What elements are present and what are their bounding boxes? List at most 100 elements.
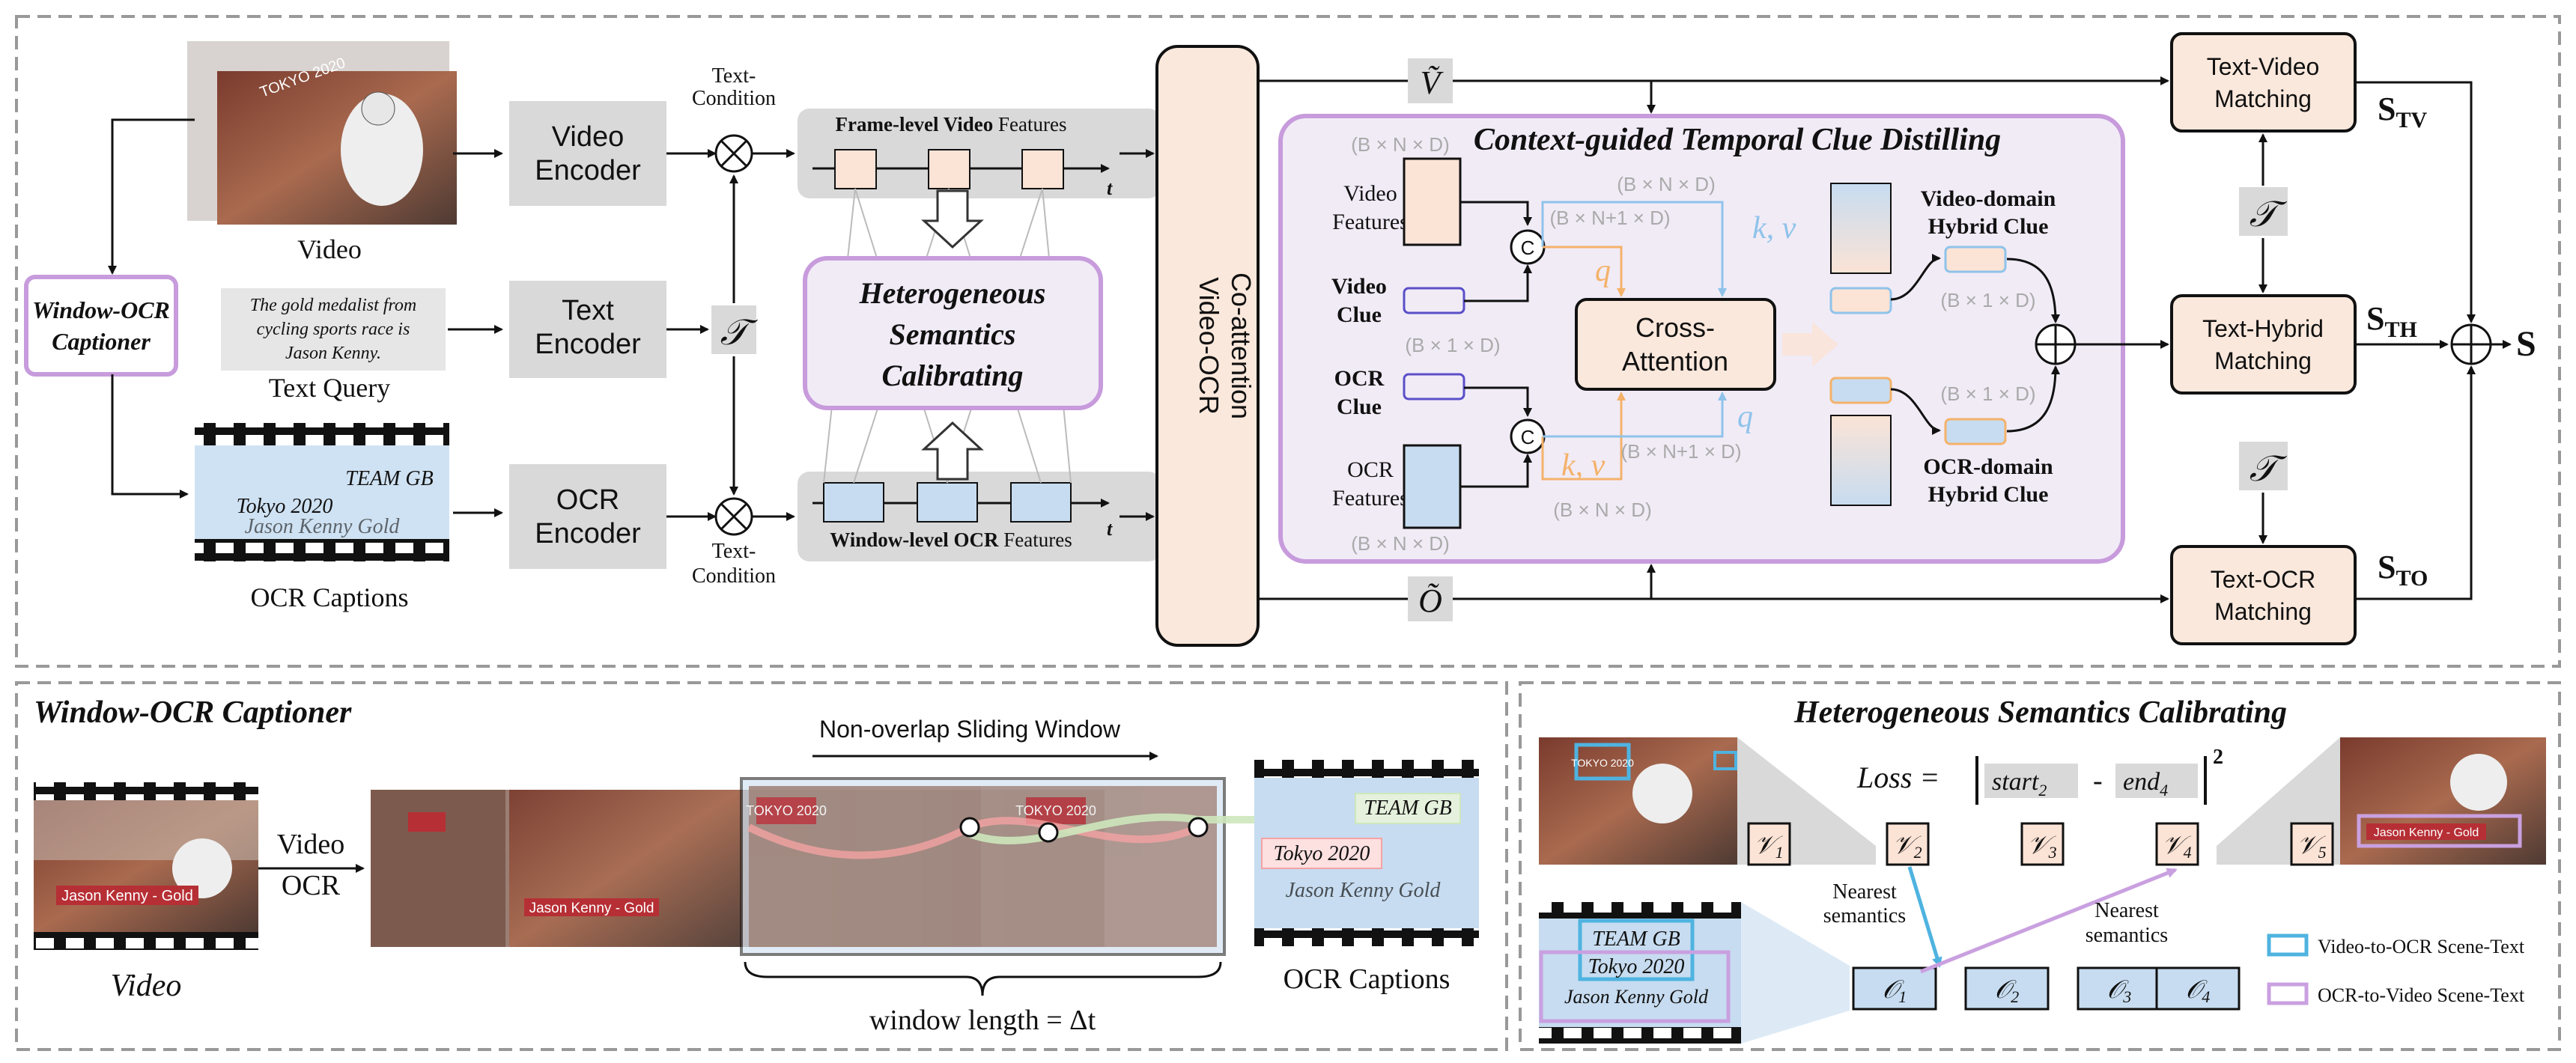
- o-tilde-text: Õ: [1418, 582, 1442, 619]
- svg-text:TOKYO 2020: TOKYO 2020: [1015, 803, 1096, 818]
- hsc-down-arrow: [921, 189, 984, 249]
- ocr-features-2: Features: [1332, 486, 1409, 511]
- text-encoder-box: [509, 281, 666, 378]
- dim-bn1d-bottom: (B × N+1 × D): [1620, 440, 1741, 463]
- arrow-vh-to-oplus: [2006, 258, 2060, 323]
- frame-feature-1: [834, 149, 877, 189]
- score-tv: STV: [2378, 91, 2427, 133]
- br-title: Heterogeneous Semantics Calibrating: [1793, 695, 2287, 730]
- arrow-vfeat-to-c: [1460, 201, 1532, 226]
- ocr-features-block: [1403, 444, 1462, 529]
- bl-node-3: [1188, 817, 1209, 838]
- t-symbol-box-low: [2239, 442, 2288, 490]
- bl-title: Window-OCR Captioner: [34, 695, 352, 730]
- br-v-tokens: 𝒱1 𝒱2 𝒱3 𝒱4 𝒱5: [1747, 822, 2334, 866]
- window-level-features-label: Window-level OCR Features: [830, 529, 1072, 551]
- tv-matching-1: Text-Video: [2207, 53, 2320, 80]
- frame-feature-3: [1021, 149, 1064, 189]
- svg-text:Jason Kenny Gold: Jason Kenny Gold: [245, 515, 401, 538]
- frame-level-features-label: Frame-level Video Features: [836, 113, 1067, 135]
- svg-text:TOKYO 2020: TOKYO 2020: [1571, 757, 1634, 769]
- cross-attention-box: [1575, 298, 1776, 391]
- text-query-line-1: The gold medalist from: [250, 296, 416, 315]
- video-thumbnail: TOKYO 2020: [187, 41, 457, 225]
- concat-video-symbol: C: [1521, 237, 1535, 259]
- to-matching-2: Matching: [2214, 598, 2312, 625]
- arrow-vh-curve: [1890, 254, 1941, 301]
- v-tilde-text: Ṽ: [1421, 64, 1445, 101]
- time-symbol-bottom: t: [1107, 518, 1113, 540]
- svg-text:Video: Video: [552, 121, 625, 153]
- otimes-top: [714, 134, 753, 173]
- arrow-oh-curve: [1890, 388, 1941, 435]
- score-to: STO: [2378, 549, 2428, 591]
- video-hybrid-token-left: [1829, 287, 1892, 314]
- t-symbol-box-mid: [2239, 187, 2288, 236]
- oplus-final: [2450, 323, 2492, 365]
- otimes-bottom: [714, 497, 753, 536]
- window-feature-3: [1010, 482, 1072, 523]
- video-features-block: [1403, 157, 1462, 246]
- text-query-box: [221, 288, 446, 371]
- svg-text:Jason Kenny Gold: Jason Kenny Gold: [1286, 879, 1442, 902]
- top-panel-border: [15, 15, 2561, 668]
- captioner-label-1: Window-OCR: [32, 296, 170, 323]
- arrow-ofeat-to-c: [1460, 454, 1532, 488]
- br-start-box: [1984, 764, 2078, 798]
- window-ocr-captioner-box: [24, 275, 178, 377]
- bl-window-length: window length = Δt: [869, 1005, 1096, 1036]
- arrow-vclue-to-c: [1464, 264, 1532, 302]
- br-legend-v2o-swatch: [2267, 933, 2309, 957]
- br-nearest-1b: semantics: [1823, 904, 1906, 928]
- hsc-title-3: Calibrating: [882, 359, 1024, 392]
- video-ocr-coattention-box: [1155, 45, 1260, 647]
- video-clue-1: Video: [1331, 274, 1387, 299]
- svg-text:TEAM GB: TEAM GB: [345, 467, 433, 490]
- svg-text:Encoder: Encoder: [535, 518, 641, 549]
- time-symbol-top: t: [1107, 177, 1113, 199]
- svg-text:TOKYO 2020: TOKYO 2020: [746, 803, 827, 818]
- o-tilde-box: [1408, 576, 1453, 621]
- cross-attention-2: Attention: [1622, 346, 1728, 377]
- frame-feature-2: [928, 149, 970, 189]
- coattn-label-1: Video-OCR: [1194, 277, 1224, 414]
- br-right-thumb: Jason Kenny - Gold: [2340, 737, 2546, 865]
- video-encoder-box: [509, 101, 666, 206]
- arrow-oh-to-oplus: [2006, 365, 2060, 433]
- captioner-label-2: Captioner: [52, 328, 151, 355]
- br-nearest-2b: semantics: [2086, 924, 2168, 947]
- ocr-hybrid-token-left: [1829, 377, 1892, 404]
- br-power: 2: [2213, 746, 2223, 769]
- video-label: Video: [297, 234, 362, 264]
- cross-attention-1: Cross-: [1635, 312, 1715, 343]
- svg-text:OCR: OCR: [556, 484, 619, 516]
- hsc-box: [803, 256, 1103, 410]
- svg-text:Jason Kenny - Gold: Jason Kenny - Gold: [2374, 826, 2479, 839]
- kv-blue: k, v: [1752, 211, 1796, 246]
- ocr-clue-2: Clue: [1337, 395, 1382, 419]
- video-hybrid-token-right: [1944, 246, 2007, 273]
- hsc-up-arrow: [921, 421, 984, 481]
- svg-text:Encoder: Encoder: [535, 329, 641, 360]
- bl-video-film: Jason Kenny - Gold: [34, 782, 258, 950]
- dim-bnd-bottom: (B × N × D): [1553, 499, 1651, 521]
- video-clue-block: [1403, 287, 1465, 314]
- arrow-captioner-to-ocr: [111, 374, 189, 499]
- video-features-1: Video: [1343, 181, 1397, 206]
- window-feature-1: [823, 482, 884, 523]
- text-video-matching-box-wide: [2170, 32, 2357, 133]
- ocr-encoder-box: [509, 464, 666, 569]
- ocr-hybrid-column: [1830, 415, 1892, 506]
- video-hybrid-column: [1830, 183, 1892, 274]
- concat-ocr-symbol: C: [1521, 426, 1535, 448]
- bl-brace: [744, 961, 1222, 996]
- bl-video-ocr-2: OCR: [282, 870, 341, 901]
- svg-text:TEAM GB: TEAM GB: [1592, 928, 1680, 951]
- q-blue: q: [1737, 400, 1753, 434]
- bl-node-2: [1038, 822, 1059, 843]
- svg-text:Encoder: Encoder: [535, 155, 641, 186]
- arrow-video-to-captioner: [108, 118, 195, 275]
- video-features-2: Features: [1332, 210, 1409, 234]
- arrow-oclue-to-c: [1464, 386, 1532, 417]
- svg-text:Jason Kenny - Gold: Jason Kenny - Gold: [61, 888, 193, 904]
